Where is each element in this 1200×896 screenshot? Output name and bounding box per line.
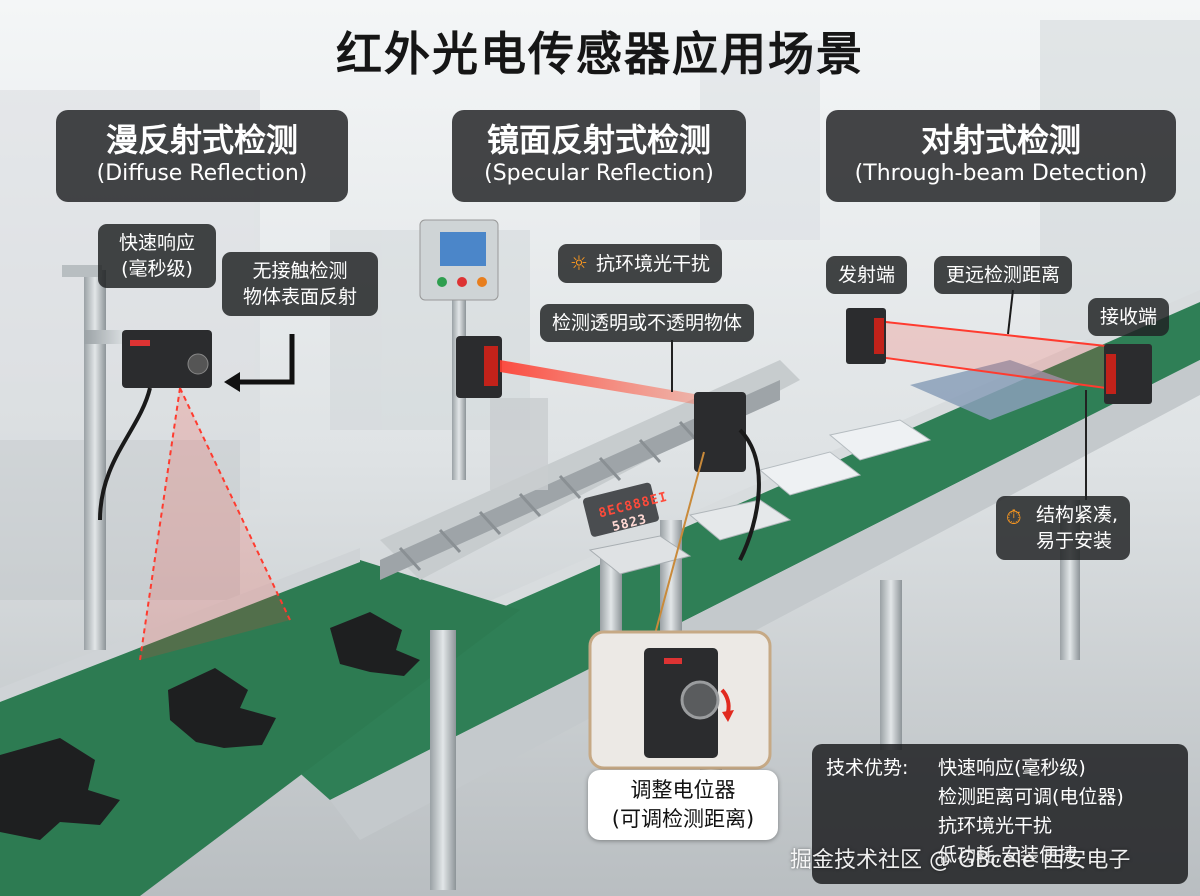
sun-icon: ☼ xyxy=(570,251,588,275)
advantages-heading: 技术优势: xyxy=(826,757,909,779)
callout-transparent-objects: 检测透明或不透明物体 xyxy=(540,304,755,342)
through-title-en: (Through-beam Detection) xyxy=(854,161,1148,186)
diffuse-title-en: (Diffuse Reflection) xyxy=(96,161,308,186)
workpieces xyxy=(0,612,420,840)
panel-diffuse: 漫反射式检测 (Diffuse Reflection) xyxy=(56,110,348,202)
arrow-left-icon xyxy=(224,334,295,392)
callout-receiver: 接收端 xyxy=(1088,298,1170,336)
through-title-zh: 对射式检测 xyxy=(920,121,1081,159)
through-beam-sensors xyxy=(846,289,1152,404)
advantage-item: 快速响应(毫秒级) xyxy=(938,757,1086,779)
specular-title-zh: 镜面反射式检测 xyxy=(486,121,711,159)
panel-through-beam: 对射式检测 (Through-beam Detection) xyxy=(826,110,1176,202)
timer-icon: ⏱ xyxy=(1006,505,1022,529)
potentiometer-label: 调整电位器 (可调检测距离) xyxy=(588,770,778,840)
potentiometer-zoom-inset xyxy=(588,630,772,770)
callout-compact: ⏱ 结构紧凑, 易于安装 xyxy=(996,496,1131,560)
callout-longer-range: 更远检测距离 xyxy=(934,256,1073,294)
diffuse-sensor xyxy=(98,330,291,661)
panel-specular: 镜面反射式检测 (Specular Reflection) xyxy=(452,110,746,202)
advantage-item: 抗环境光干扰 xyxy=(938,815,1053,837)
callout-emitter: 发射端 xyxy=(826,256,908,294)
diffuse-title-zh: 漫反射式检测 xyxy=(105,121,298,159)
specular-title-en: (Specular Reflection) xyxy=(484,161,714,186)
trays xyxy=(588,360,1080,575)
watermark: 掘金技术社区 @ GBcele 西安电子 xyxy=(790,848,1131,873)
tech-advantages-box: 技术优势: 快速响应(毫秒级) 检测距离可调(电位器) 抗环境光干扰 低功耗,安装… xyxy=(812,744,1188,884)
specular-sensor xyxy=(419,219,761,691)
callout-non-contact: 无接触检测 物体表面反射 xyxy=(222,252,378,316)
callout-fast-response: 快速响应 (毫秒级) xyxy=(98,224,216,288)
callout-leader-lines xyxy=(671,340,1087,500)
callout-anti-interference: ☼抗环境光干扰 xyxy=(558,244,722,283)
page-title: 红外光电传感器应用场景 xyxy=(336,27,864,81)
advantage-item: 检测距离可调(电位器) xyxy=(938,786,1124,808)
advantage-item: 低功耗,安装便捷 xyxy=(938,844,1078,866)
